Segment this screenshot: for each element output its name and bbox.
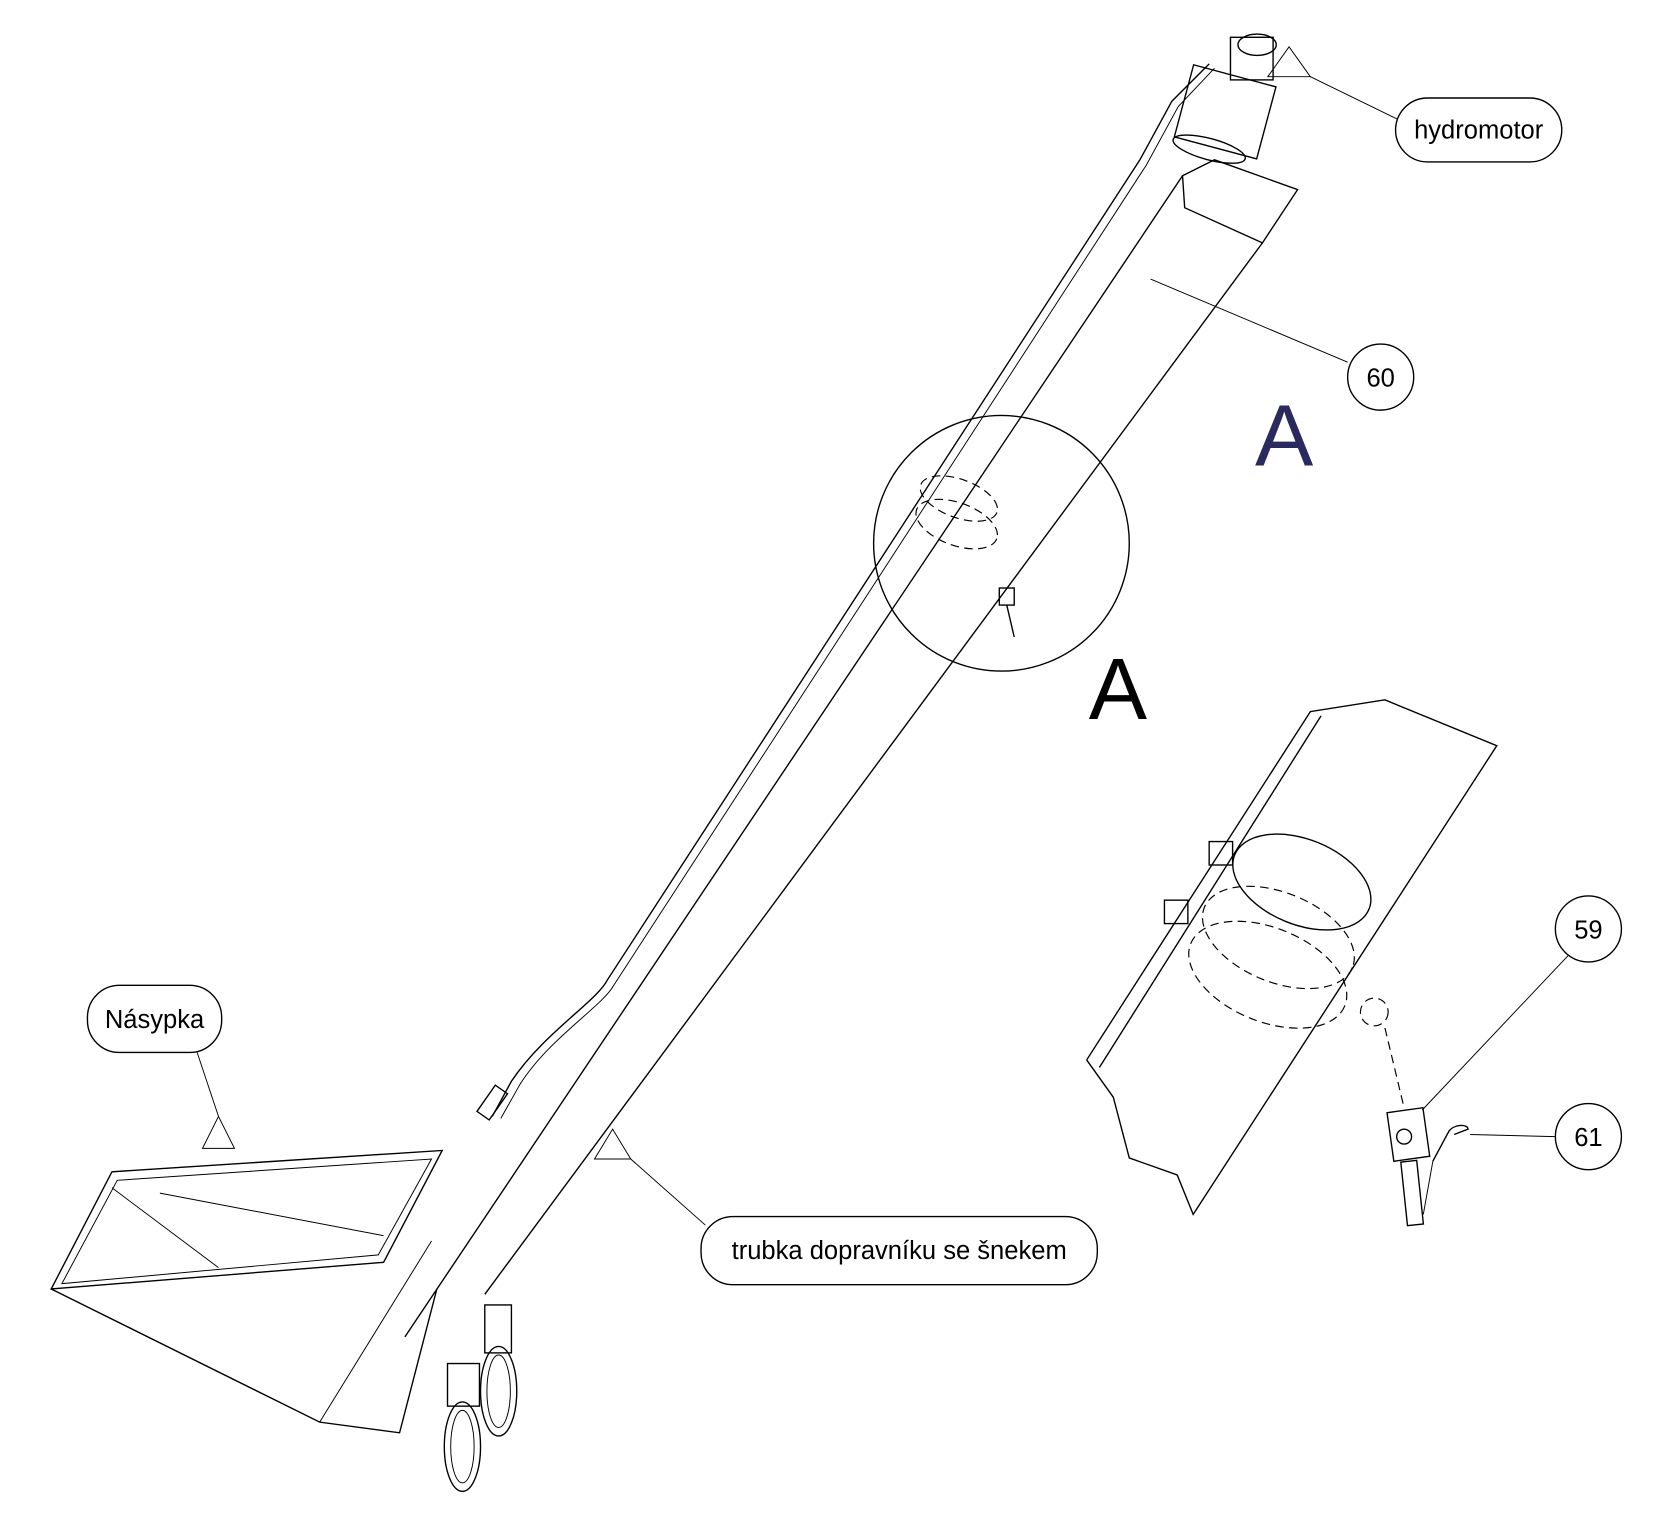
label-hydromotor-text: hydromotor bbox=[1414, 116, 1544, 144]
callout-60: 60 bbox=[1150, 278, 1415, 411]
wheels bbox=[443, 1304, 518, 1493]
clip-part-61 bbox=[1422, 1124, 1469, 1215]
callout-59: 59 bbox=[1421, 895, 1623, 1111]
detail-marker-a-circle: A bbox=[1089, 640, 1148, 738]
hopper-part bbox=[50, 1149, 444, 1434]
conveyor-tube bbox=[404, 159, 1299, 1338]
hydraulic-hose bbox=[476, 63, 1215, 1121]
detail-circle-a bbox=[872, 414, 1130, 672]
label-tube-text: trubka dopravníku se šnekem bbox=[732, 1237, 1067, 1265]
callout-60-number: 60 bbox=[1366, 365, 1394, 393]
hydromotor-part bbox=[1172, 33, 1277, 164]
detail-marker-a-top: A bbox=[1255, 387, 1314, 485]
label-hydromotor: hydromotor bbox=[1266, 46, 1563, 163]
pin-part-59 bbox=[1386, 1106, 1431, 1227]
callout-59-number: 59 bbox=[1574, 916, 1602, 944]
label-tube: trubka dopravníku se šnekem bbox=[593, 1128, 1099, 1286]
detail-a-view bbox=[1086, 699, 1498, 1216]
callout-61: 61 bbox=[1470, 1102, 1623, 1171]
callout-61-number: 61 bbox=[1574, 1124, 1602, 1152]
label-hopper: Násypka bbox=[86, 984, 236, 1149]
label-hopper-text: Násypka bbox=[105, 1006, 205, 1034]
